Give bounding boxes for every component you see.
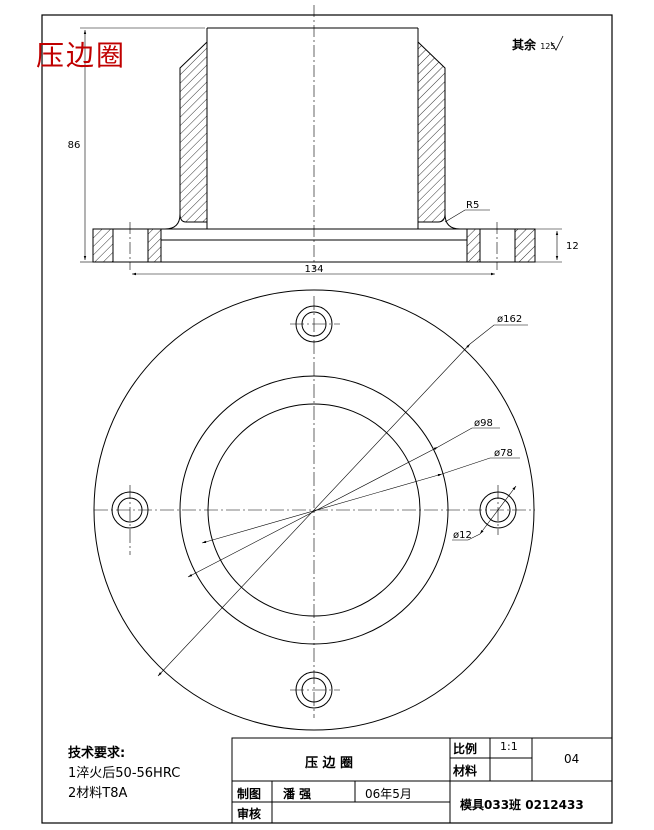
dim-flange-thickness: 12 — [566, 241, 579, 252]
tech-requirements-heading: 技术要求: — [68, 746, 126, 761]
hatch-flange-rl — [466, 228, 481, 263]
section-dimensions — [80, 27, 562, 276]
part-name-red: 压边圈 — [36, 39, 127, 72]
hatch-flange-rr — [514, 228, 536, 263]
sheet-number: 04 — [564, 752, 580, 766]
dim-hole-dia: ø12 — [453, 530, 472, 541]
dim-hole-spacing: 134 — [304, 264, 323, 275]
class-info: 模具033班 0212433 — [460, 798, 584, 812]
title-block — [231, 737, 613, 824]
plan-centerlines — [94, 296, 535, 718]
roughness-symbol-icon — [550, 35, 564, 51]
hatch-flange-ll — [92, 228, 114, 263]
hatch-flange-lr — [147, 228, 162, 263]
material-label: 材料 — [453, 764, 478, 778]
scale-value: 1:1 — [500, 740, 518, 753]
dim-height: 86 — [68, 140, 81, 151]
roughness-value: 125 — [540, 42, 556, 51]
dim-inner-dia: ø78 — [494, 448, 513, 459]
dim-mid-dia: ø98 — [474, 418, 493, 429]
title-block-part-name: 压 边 圈 — [305, 756, 354, 771]
hatch-left-wall — [179, 40, 208, 223]
drawing-date: 06年5月 — [365, 787, 412, 801]
roughness-note: 其余 125 — [512, 36, 555, 53]
section-centerlines — [129, 5, 498, 270]
tech-requirement-1: 1淬火后50-56HRC — [68, 766, 181, 781]
section-view — [92, 27, 536, 263]
roughness-label: 其余 — [512, 38, 537, 52]
plan-dimensions — [157, 324, 528, 677]
drawn-name: 潘 强 — [283, 787, 312, 801]
tech-requirement-2: 2材料T8A — [68, 786, 128, 801]
dim-fillet: R5 — [466, 200, 479, 211]
dim-outer-dia: ø162 — [497, 314, 522, 325]
hatch-right-wall — [417, 40, 446, 223]
checked-label: 审核 — [237, 807, 262, 821]
drawn-label: 制图 — [237, 787, 262, 801]
scale-label: 比例 — [453, 742, 478, 756]
